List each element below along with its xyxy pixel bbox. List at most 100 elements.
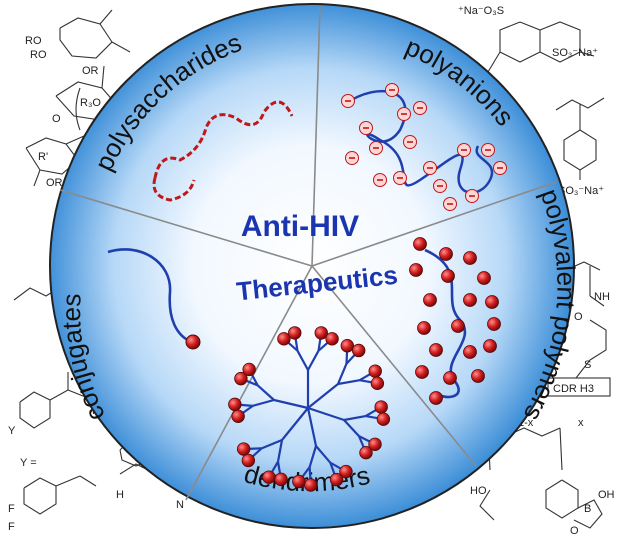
anion-icon	[373, 173, 387, 187]
polyvalent-beads	[409, 237, 501, 405]
polyvalent-bead	[429, 391, 443, 405]
dendrimer-branch	[261, 438, 283, 450]
dendrimer-branch	[307, 406, 345, 422]
divider-lower-right	[311, 265, 477, 467]
anion-icon	[413, 101, 427, 115]
n-bottom-label: N	[176, 499, 184, 511]
dendrimer-bead	[314, 326, 328, 340]
dendrimer-bead	[339, 464, 353, 479]
y-equals-label: Y =	[20, 457, 37, 469]
dendrimer-bead	[325, 332, 339, 346]
dendrimer-bead	[292, 474, 306, 489]
ro-label-2: RO	[30, 49, 47, 61]
polyvalent-bead	[439, 247, 453, 261]
na-so3-top-label: ⁺Na⁻O₃S	[458, 5, 504, 17]
styrene-structure	[555, 97, 605, 180]
polyvalent-bead	[485, 295, 499, 309]
dendrimer-bead	[274, 472, 288, 487]
polyvalent-bead	[423, 293, 437, 307]
f-label-2: F	[8, 521, 15, 533]
ho-label: HO	[470, 485, 487, 497]
dendrimer-bead	[368, 437, 382, 451]
f-label-1: F	[8, 503, 15, 515]
polyvalent-bead	[483, 339, 497, 353]
polyvalent-bead	[409, 263, 423, 277]
polyvalent-bead	[463, 251, 477, 265]
s-label: S	[584, 359, 591, 371]
dendrimer-branch	[308, 445, 318, 468]
polyvalent-bead	[487, 317, 501, 331]
polyvalent-bead	[463, 345, 477, 359]
x-label: x	[578, 417, 584, 429]
conjugate-strand	[107, 248, 193, 344]
ro-label-1: RO	[25, 35, 42, 47]
anion-icon	[443, 197, 457, 211]
dendrimer-branch	[315, 445, 332, 464]
polysaccharide-labels: RO RO OR R₃O O R' OR	[25, 35, 101, 189]
anion-icon	[359, 121, 373, 135]
anion-icon	[403, 135, 417, 149]
or-label-1: OR	[82, 65, 99, 77]
polyvalent-bead	[471, 369, 485, 383]
anion-icon	[369, 141, 383, 155]
dendrimer-bead	[340, 339, 355, 353]
polyvalent-bead	[477, 271, 491, 285]
o-amide-label: O	[574, 311, 583, 323]
dendrimer-bead	[231, 409, 245, 423]
h-bottom-label: H	[116, 489, 124, 501]
center-title-line1: Anti-HIV	[241, 210, 359, 243]
dendrimer-branch	[307, 383, 339, 409]
dendrimer-bead	[236, 442, 251, 456]
or-label-2: OR	[46, 177, 63, 189]
dendrimer-branch	[307, 350, 320, 371]
polyanion-coil	[344, 89, 494, 194]
anion-icon	[393, 171, 407, 185]
dendrimer-branch	[337, 379, 360, 386]
dendrimer-bead	[368, 364, 382, 378]
dendrimer-branch	[252, 398, 275, 407]
right-chem-labels: ⁺Na⁻O₃S SO₃⁻Na⁺ SO₃⁻Na⁺ p NH O S CDR H3 …	[458, 5, 615, 537]
dendrimer-bead	[241, 453, 256, 468]
polyvalent-bead	[463, 293, 477, 307]
anion-charges	[341, 83, 507, 211]
dendrimer-bead	[359, 445, 373, 460]
polyvalent-bead	[441, 269, 455, 283]
anion-icon	[341, 94, 355, 108]
dendrimer-bead	[234, 371, 248, 386]
anion-icon	[423, 161, 437, 175]
dendrimer-branch	[256, 384, 275, 401]
dendrimer-branch	[296, 350, 309, 371]
dendrimer-bead	[374, 400, 388, 414]
divider-upper-left	[59, 189, 313, 267]
naphthalene-structure	[487, 21, 595, 73]
polyvalent-bead	[443, 371, 457, 385]
dendrimer-branch	[276, 439, 284, 462]
polysaccharide-chain-tail	[152, 177, 196, 202]
r-prime-label: R'	[38, 151, 48, 163]
b-label: B	[584, 503, 591, 515]
dendrimer-bead	[288, 326, 302, 340]
anion-icon	[433, 179, 447, 193]
dendrimer-bead	[277, 332, 291, 346]
anion-icon	[465, 189, 479, 203]
dendrimer-bead	[352, 343, 366, 358]
dendrimer-beads	[228, 326, 391, 492]
pie-dividers	[59, 5, 557, 501]
r3o-label: R₃O	[80, 97, 101, 109]
dendrimer-bead	[370, 376, 385, 391]
anion-icon	[385, 83, 399, 97]
cdr-h3-label: CDR H3	[553, 383, 594, 395]
polyvalent-linker-structure	[547, 261, 611, 397]
polyvalent-bead	[417, 321, 431, 335]
dendrimer-bead	[329, 472, 344, 487]
y-label: Y	[8, 425, 16, 437]
dendrimer-tree	[234, 332, 384, 486]
so3na-right-label: SO₃⁻Na⁺	[552, 47, 598, 59]
polyvalent-bead	[429, 343, 443, 357]
dendrimer-bead	[228, 397, 242, 412]
polysaccharide-chain	[153, 100, 294, 179]
polyvalent-bead	[451, 319, 465, 333]
dendrimer-branch	[343, 419, 360, 437]
